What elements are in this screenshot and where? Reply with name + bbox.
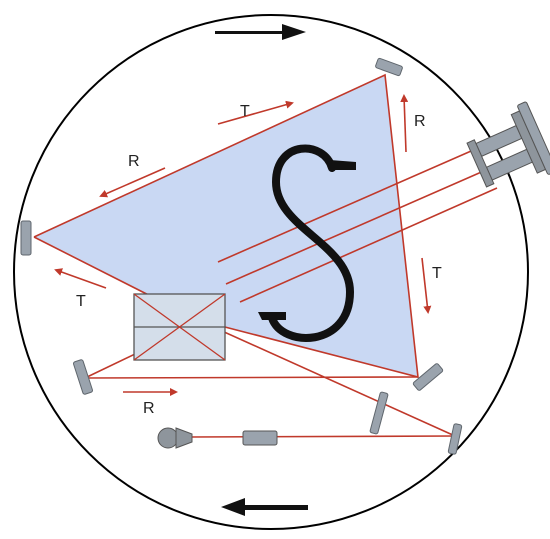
mirror-bottom-right <box>412 363 444 391</box>
label-t-top: T <box>240 103 250 120</box>
mirror-top-right <box>375 57 403 77</box>
rotation-arrow-bottom-icon <box>221 498 308 516</box>
lens-icon <box>242 430 278 446</box>
label-r-upper-left: R <box>128 153 140 170</box>
s-symbol-icon <box>268 144 355 342</box>
label-t-left: T <box>76 293 86 310</box>
detector-icon <box>466 101 550 188</box>
enclosed-area <box>34 75 418 377</box>
mirror-lower-right <box>447 423 463 455</box>
direction-arrows <box>54 94 432 396</box>
mirror-left <box>20 220 32 256</box>
label-r-bottom: R <box>143 400 155 417</box>
beam-paths <box>33 73 498 438</box>
label-r-top-right: R <box>414 113 426 130</box>
label-t-right: T <box>432 265 442 282</box>
platform-circle <box>13 14 529 530</box>
rotation-arrow-top-icon <box>215 24 306 40</box>
mirror-lower-middle <box>369 391 389 435</box>
mirror-bottom-left <box>73 359 93 395</box>
s-symbol-bottom-hook-icon <box>258 312 286 320</box>
s-symbol-top-hook-icon <box>330 160 356 170</box>
beam-splitter-icon <box>133 293 226 361</box>
laser-source-icon <box>157 427 193 449</box>
